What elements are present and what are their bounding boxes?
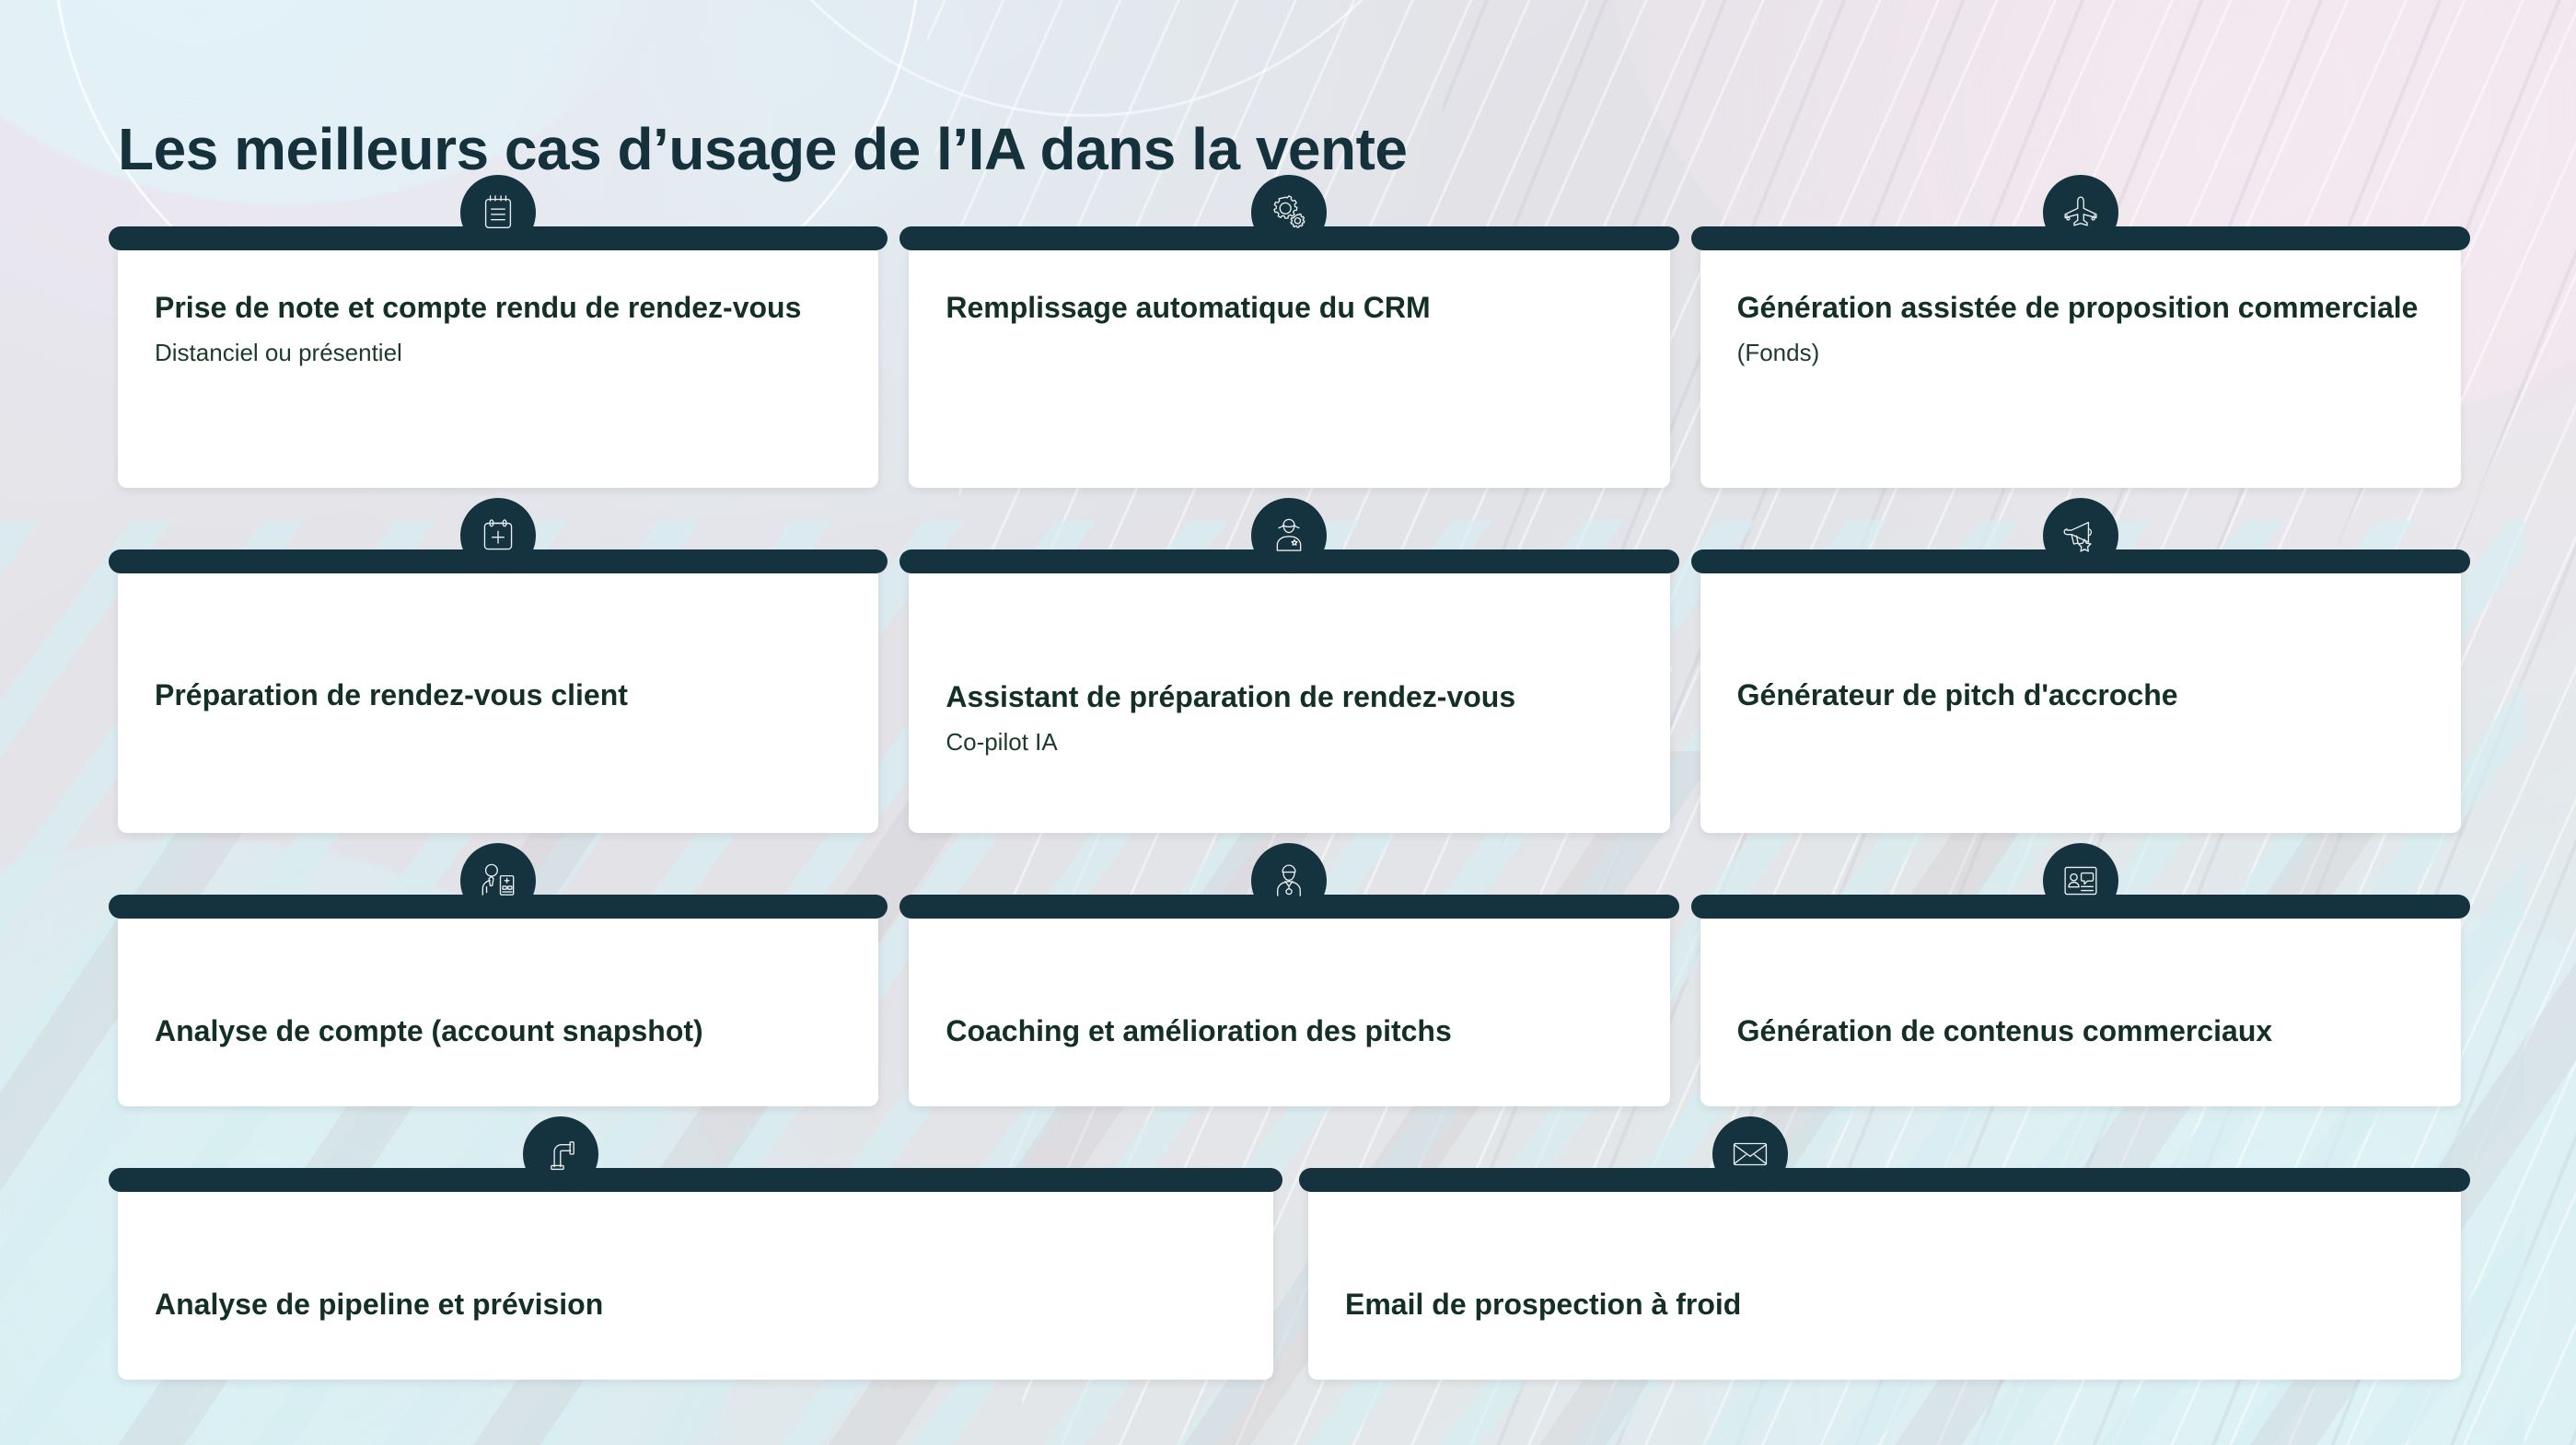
card-title: Analyse de compte (account snapshot) (155, 1014, 703, 1047)
card-title: Génération assistée de proposition comme… (1736, 291, 2419, 324)
content-card-icon (2042, 843, 2118, 919)
card-subtitle: (Fonds) (1736, 338, 1820, 366)
card-subtitle: Distanciel ou présentiel (155, 338, 402, 366)
use-case-card[interactable]: Assistant de préparation de rendez-vous … (899, 498, 1679, 833)
use-case-card[interactable]: Prise de note et compte rendu de rendez-… (109, 175, 888, 488)
card-title: Prise de note et compte rendu de rendez-… (155, 291, 802, 324)
card-title: Email de prospection à froid (1345, 1288, 1742, 1321)
card-top-bar (109, 1168, 1282, 1192)
use-case-row: Analyse de compte (account snapshot) (109, 843, 2470, 1106)
use-case-card[interactable]: Email de prospection à froid (1299, 1116, 2470, 1380)
use-case-grid: Prise de note et compte rendu de rendez-… (109, 175, 2470, 1445)
card-subtitle: Co-pilot IA (946, 727, 1058, 756)
notepad-icon (460, 175, 537, 250)
calendar-plus-icon (460, 498, 537, 573)
use-case-card[interactable]: Génération de contenus commerciaux (1690, 843, 2470, 1106)
use-case-card[interactable]: Coaching et amélioration des pitchs (899, 843, 1679, 1106)
use-case-card[interactable]: Remplissage automatique du CRM (899, 175, 1679, 488)
use-case-row: Analyse de pipeline et prévision Email d… (109, 1116, 2470, 1380)
megaphone-star-icon (2042, 498, 2118, 573)
envelope-icon (1712, 1116, 1788, 1192)
person-badge-icon (1251, 498, 1328, 573)
use-case-card[interactable]: Générateur de pitch d'accroche (1690, 498, 2470, 833)
card-title: Assistant de préparation de rendez-vous (946, 680, 1516, 713)
use-case-card[interactable]: Préparation de rendez-vous client (109, 498, 888, 833)
card-top-bar (1299, 1168, 2470, 1192)
use-case-row: Prise de note et compte rendu de rendez-… (109, 175, 2470, 488)
use-case-card[interactable]: Analyse de pipeline et prévision (109, 1116, 1282, 1380)
person-report-icon (460, 843, 537, 919)
gears-icon (1251, 175, 1328, 250)
pipe-icon (522, 1116, 598, 1192)
card-title: Analyse de pipeline et prévision (155, 1288, 604, 1321)
card-title: Remplissage automatique du CRM (946, 291, 1431, 324)
card-title: Génération de contenus commerciaux (1736, 1014, 2273, 1047)
use-case-card[interactable]: Analyse de compte (account snapshot) (109, 843, 888, 1106)
use-case-row: Préparation de rendez-vous client Assist… (109, 498, 2470, 833)
coach-whistle-icon (1251, 843, 1328, 919)
airplane-icon (2042, 175, 2118, 250)
card-title: Coaching et amélioration des pitchs (946, 1014, 1452, 1047)
slide-title: Les meilleurs cas d’usage de l’IA dans l… (118, 115, 1408, 182)
card-title: Préparation de rendez-vous client (155, 678, 628, 711)
use-case-card[interactable]: Génération assistée de proposition comme… (1690, 175, 2470, 488)
card-title: Générateur de pitch d'accroche (1736, 678, 2178, 711)
